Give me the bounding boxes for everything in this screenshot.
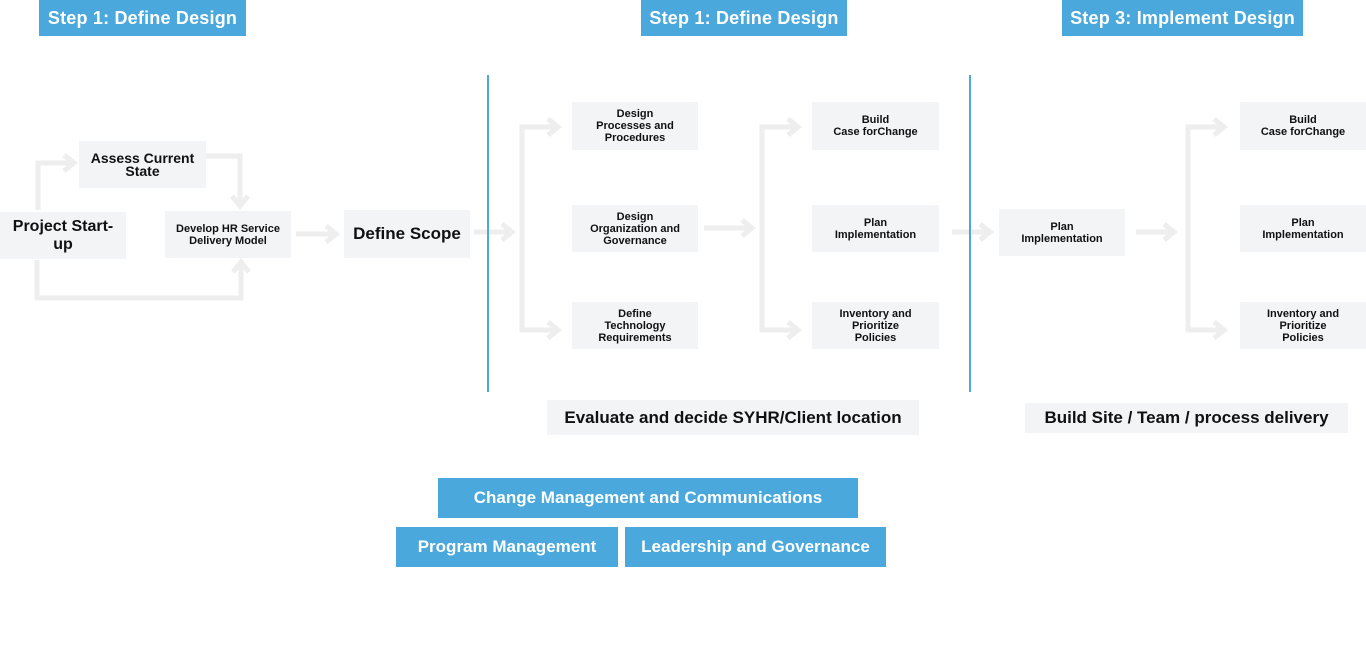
- arrow-plan-to-split-head: [1162, 222, 1179, 242]
- node-inventory-and-prioritize-policies-phase3: Inventory and Prioritize Policies: [1240, 302, 1366, 349]
- header-step1-define-design: Step 1: Define Design: [39, 0, 246, 36]
- node-inventory-and-prioritize-policies-phase3-label: Inventory and Prioritize Policies: [1266, 307, 1340, 344]
- node-develop-hr-service-delivery-model-label: Develop HR Service Delivery Model: [176, 222, 280, 247]
- arrow-start-to-develop: [34, 260, 244, 301]
- arrow-scope-to-split-head: [500, 222, 517, 242]
- node-build-case-for-change-phase3: Build Case forChange: [1240, 102, 1366, 150]
- node-project-start-up-label: Project Start-up: [12, 217, 114, 253]
- node-define-scope-label: Define Scope: [353, 224, 461, 243]
- band-change-management-communications: Change Management and Communications: [438, 478, 858, 518]
- band-program-management: Program Management: [396, 527, 618, 567]
- divider-phase-2-3: [969, 75, 971, 392]
- arrow-split-right-head-top: [1212, 117, 1229, 137]
- node-plan-implementation-phase3-right-label: Plan Implementation: [1262, 216, 1344, 241]
- node-assess-current-state-label: Assess Current State: [90, 149, 195, 179]
- arrow-assess-to-develop-head: [230, 194, 250, 211]
- build-site-team-process-label: Build Site / Team / process delivery: [1025, 403, 1348, 433]
- arrow-start-to-assess: [35, 160, 72, 210]
- header-step1-define-design-second: Step 1: Define Design: [641, 0, 847, 36]
- arrow-org-to-split-head: [740, 218, 757, 238]
- node-define-scope: Define Scope: [344, 210, 470, 258]
- header-step3-implement-design: Step 3: Implement Design: [1062, 0, 1303, 36]
- node-define-technology-requirements-label: Define Technology Requirements: [598, 307, 672, 344]
- arrow-assess-to-develop: [206, 153, 243, 204]
- divider-phase-1-2: [487, 75, 489, 392]
- node-define-technology-requirements: Define Technology Requirements: [572, 302, 698, 349]
- node-develop-hr-service-delivery-model: Develop HR Service Delivery Model: [165, 211, 291, 258]
- node-design-processes-and-procedures: Design Processes and Procedures: [572, 102, 698, 150]
- arrow-split-left-head-bottom: [546, 320, 563, 340]
- node-plan-implementation-label: Plan Implementation: [834, 216, 917, 241]
- arrow-phase2-to-phase3-head: [978, 222, 995, 242]
- arrow-split-right: [1185, 124, 1224, 333]
- node-assess-current-state: Assess Current State: [79, 141, 206, 188]
- arrow-split-mid: [759, 124, 798, 333]
- node-design-organization-and-governance-label: Design Organization and Governance: [590, 210, 680, 247]
- node-design-processes-and-procedures-label: Design Processes and Procedures: [596, 108, 674, 144]
- node-inventory-and-prioritize-policies: Inventory and Prioritize Policies: [812, 302, 939, 349]
- node-design-organization-and-governance: Design Organization and Governance: [572, 205, 698, 252]
- node-plan-implementation-phase3-label: Plan Implementation: [1021, 220, 1103, 245]
- evaluate-decide-location-label: Evaluate and decide SYHR/Client location: [547, 400, 919, 435]
- arrow-split-mid-head-top: [786, 117, 803, 137]
- arrow-start-to-assess-head: [62, 153, 79, 173]
- node-plan-implementation-phase3-right: Plan Implementation: [1240, 205, 1366, 252]
- arrow-develop-to-scope-head: [324, 224, 341, 244]
- node-inventory-and-prioritize-policies-label: Inventory and Prioritize Policies: [839, 307, 912, 344]
- band-leadership-governance: Leadership and Governance: [625, 527, 886, 567]
- arrow-split-left-head-top: [546, 117, 563, 137]
- arrow-split-mid-head-bottom: [786, 320, 803, 340]
- arrow-start-to-develop-head: [231, 257, 251, 274]
- node-build-case-for-change-phase3-label: Build Case forChange: [1260, 114, 1346, 138]
- node-build-case-for-change: Build Case forChange: [812, 102, 939, 150]
- node-build-case-for-change-label: Build Case forChange: [833, 114, 918, 138]
- node-plan-implementation-phase3: Plan Implementation: [999, 209, 1125, 256]
- arrow-split-right-head-bottom: [1212, 320, 1229, 340]
- arrow-split-left: [519, 124, 558, 333]
- node-plan-implementation: Plan Implementation: [812, 205, 939, 252]
- node-project-start-up: Project Start-up: [0, 212, 126, 259]
